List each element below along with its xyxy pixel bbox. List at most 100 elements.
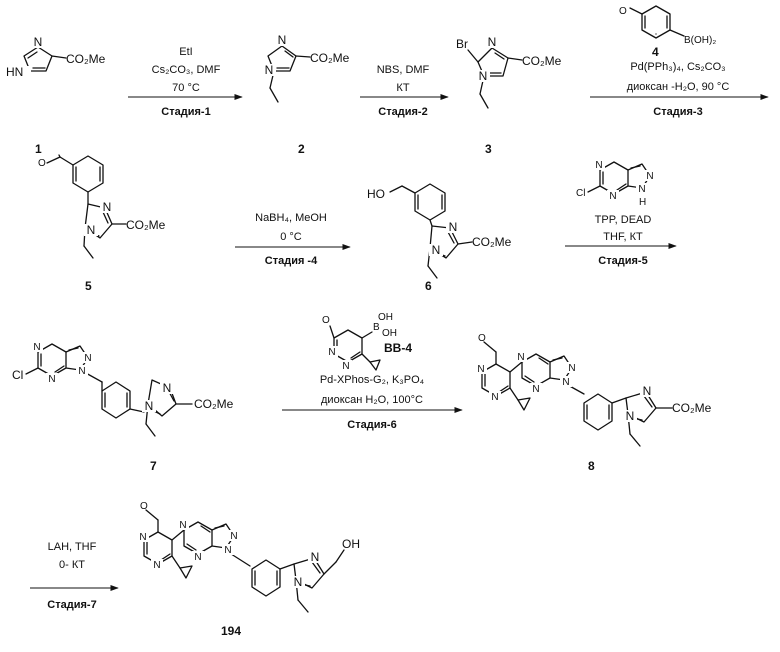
atom-n: N [643,384,652,398]
cl-label: Cl [12,368,23,382]
reagent-line: LAH, THF [48,541,97,553]
compound-8: O N N N N N N N N CO₂Me 8 [475,333,712,473]
atom-o: O [478,333,486,344]
atom-n: N [179,520,186,531]
oh-label: OH [382,328,397,339]
ester-label: CO₂Me [672,401,712,415]
ester-label: CO₂Me [522,54,562,68]
stage-label: Стадия-6 [347,419,396,431]
atom-n: N [33,342,40,353]
stage-label: Стадия-5 [598,255,647,267]
compound-number-7: 7 [150,459,157,473]
ester-label: CO₂Me [310,51,350,65]
atom-n: N [230,531,237,542]
atom-n: N [145,399,154,413]
reagent-line: EtI [179,46,192,58]
atom-n: N [294,575,303,589]
step-7: LAH, THF 0- КТ Стадия-7 [30,541,118,611]
compound-number-2: 2 [298,142,305,156]
atom-n: N [638,184,645,195]
step-1: EtI Cs₂CO₃, DMF 70 °C Стадия-1 [128,46,242,118]
compound-number-8: 8 [588,459,595,473]
compound-2: N N CO₂Me 2 [262,33,350,156]
compound-3: N N Br CO₂Me 3 [456,35,562,156]
compound-5: O N N CO₂Me 5 [38,155,166,293]
oh-label: OH [342,537,360,551]
step-4: NaBH₄, MeOH 0 °C Стадия -4 [235,212,350,267]
reagent-line: Pd-XPhos-G₂, K₃PO₄ [320,374,425,386]
compound-6: HO N N CO₂Me 6 [367,184,512,293]
stage-label: Стадия -4 [265,255,318,267]
atom-n: N [139,532,146,543]
atom-n: N [265,63,274,77]
br-label: Br [456,37,468,51]
atom-n: N [194,552,201,563]
reagent-line: Pd(PPh₃)₄, Cs₂CO₃ [630,61,725,73]
ester-label: CO₂Me [126,218,166,232]
atom-n: N [477,364,484,375]
atom-o: O [140,501,148,512]
reagent-line: диоксан -H₂O, 90 °C [627,81,730,93]
nh-label: HN [6,65,23,79]
atom-n: N [491,392,498,403]
ester-label: CO₂Me [472,235,512,249]
atom-n: N [532,384,539,395]
reagent-line: диоксан H₂O, 100°C [321,394,423,406]
atom-n: N [278,33,287,47]
reagent-line: NBS, DMF [377,64,430,76]
reagent-line: 0- КТ [59,559,85,571]
compound-number-5: 5 [85,279,92,293]
reagent-line: NaBH₄, MeOH [255,212,327,224]
reagent-line: TPP, DEAD [595,214,652,226]
atom-n: N [488,35,497,49]
ho-label: HO [367,187,385,201]
compound-number-1: 1 [35,142,42,156]
reagent-line: 70 °C [172,82,200,94]
compound-number-4: 4 [652,45,659,59]
atom-o: O [322,315,330,326]
atom-n: N [646,171,653,182]
atom-n: N [87,223,96,237]
atom-n: N [479,69,488,83]
stage-label: Стадия-3 [653,106,702,118]
step-2: NBS, DMF КТ Стадия-2 [360,64,448,118]
reagent-line: THF, КТ [603,231,643,243]
atom-n: N [568,363,575,374]
stage-label: Стадия-2 [378,106,427,118]
atom-n: N [224,545,231,556]
compound-number-3: 3 [485,142,492,156]
atom-n: N [432,243,441,257]
atom-n: N [78,366,85,377]
step-3: Pd(PPh₃)₄, Cs₂CO₃ диоксан -H₂O, 90 °C Ст… [590,61,768,118]
compound-4: O B(OH)₂ 4 [619,6,716,59]
ester-label: CO₂Me [194,397,234,411]
atom-n: N [103,200,112,214]
stage-label: Стадия-1 [161,106,210,118]
nh-label: H [639,197,646,208]
atom-n: N [311,550,320,564]
atom-n: N [517,352,524,363]
atom-n: N [595,160,602,171]
reagent-line: КТ [396,82,409,94]
boronic-acid-label: B(OH)₂ [684,35,716,46]
chloropyrazolopyrimidine: N N N N H Cl [576,159,656,208]
oh-label: OH [378,312,393,323]
compound-1: N HN CO₂Me 1 [3,35,106,156]
compound-number-194: 194 [221,624,241,638]
ester-label: CO₂Me [66,52,106,66]
atom-n: N [34,35,43,49]
atom-n: N [562,377,569,388]
atom-n: N [163,381,172,395]
atom-n: N [609,191,616,202]
reagent-line: Cs₂CO₃, DMF [152,64,221,76]
reagent-line: 0 °C [280,231,302,243]
atom-o: O [619,6,627,17]
step-5: TPP, DEAD THF, КТ Стадия-5 [565,214,676,267]
atom-n: N [342,361,349,372]
atom-n: N [48,374,55,385]
atom-n: N [153,560,160,571]
compound-bb4: O B OH OH N N BB-4 [322,312,412,372]
cl-label: Cl [576,188,585,199]
atom-o: O [38,158,46,169]
